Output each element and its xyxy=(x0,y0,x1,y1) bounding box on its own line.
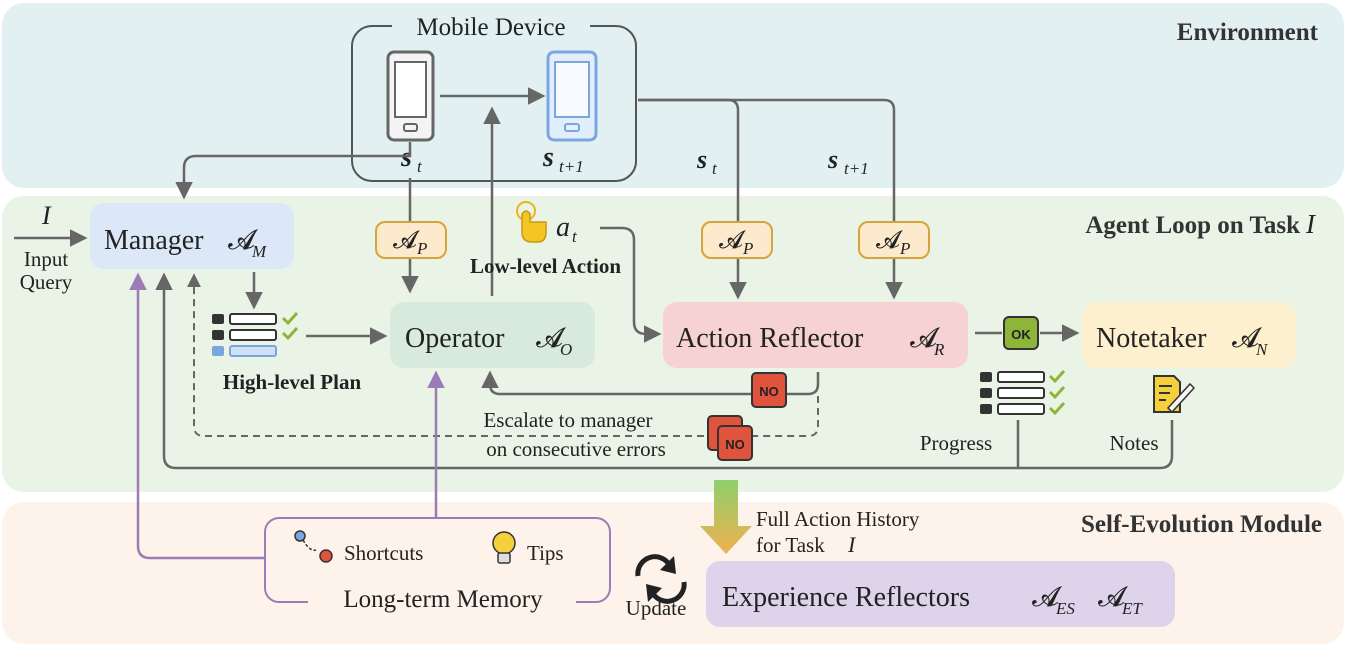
svg-text:𝓐: 𝓐 xyxy=(1098,582,1129,613)
escalate-line1: Escalate to manager xyxy=(483,408,652,432)
tap-icon xyxy=(516,201,547,243)
svg-text:t+1: t+1 xyxy=(559,157,584,176)
svg-text:N: N xyxy=(1255,340,1269,359)
experience-reflectors-node: Experience Reflectors 𝓐 ES 𝓐 ET xyxy=(706,561,1175,627)
phone-icon-next xyxy=(546,50,598,142)
svg-text:Input: Input xyxy=(24,247,68,271)
notetaker-node: Notetaker 𝓐 N xyxy=(1082,302,1296,368)
action-reflector-node: Action Reflector 𝓐 R xyxy=(663,302,968,368)
svg-text:𝓐: 𝓐 xyxy=(910,323,941,354)
svg-text:t: t xyxy=(572,227,578,246)
svg-text:s: s xyxy=(542,142,554,173)
notes-label: Notes xyxy=(1110,431,1159,455)
shortcuts-icon xyxy=(294,530,333,563)
tips-label: Tips xyxy=(527,541,564,565)
agent-loop-task-var: I xyxy=(1305,209,1317,239)
phone-icon-current xyxy=(386,50,435,142)
progress-list-icon xyxy=(980,369,1066,416)
plan-list-icon xyxy=(212,311,299,357)
no-badge-operator: NO xyxy=(751,372,787,408)
svg-text:𝓐: 𝓐 xyxy=(1232,323,1263,354)
svg-text:𝓐: 𝓐 xyxy=(536,323,567,354)
svg-text:M: M xyxy=(251,242,267,261)
svg-text:Experience Reflectors: Experience Reflectors xyxy=(722,582,970,613)
state-t1-label: s t+1 xyxy=(542,142,584,176)
svg-text:t+1: t+1 xyxy=(844,159,869,178)
environment-region xyxy=(2,3,1344,188)
history-line1: Full Action History xyxy=(756,507,920,531)
svg-text:I: I xyxy=(41,201,52,230)
shortcuts-label: Shortcuts xyxy=(344,541,423,565)
svg-text:P: P xyxy=(899,239,910,258)
svg-text:R: R xyxy=(933,340,945,359)
svg-text:t: t xyxy=(417,157,423,176)
ok-badge: OK xyxy=(1003,316,1039,350)
svg-text:ES: ES xyxy=(1055,599,1075,618)
self-evolution-title: Self-Evolution Module xyxy=(1081,511,1322,538)
svg-text:Operator: Operator xyxy=(405,323,505,354)
svg-text:NO: NO xyxy=(759,384,779,399)
svg-text:𝓐: 𝓐 xyxy=(719,227,746,254)
perceptor-badge-reflector-t1: 𝓐 P xyxy=(858,221,930,259)
svg-text:t: t xyxy=(712,159,718,178)
svg-text:Query: Query xyxy=(20,270,73,294)
manager-node: Manager 𝓐 M xyxy=(90,203,294,269)
svg-text:Notetaker: Notetaker xyxy=(1096,323,1207,354)
state-t-reflector-label: s t xyxy=(696,145,718,178)
agent-loop-title: Agent Loop on Task xyxy=(1085,212,1300,239)
svg-text:s: s xyxy=(696,145,707,174)
high-level-plan-label: High-level Plan xyxy=(223,370,362,394)
svg-text:P: P xyxy=(416,239,427,258)
svg-text:I: I xyxy=(847,532,857,557)
svg-text:Manager: Manager xyxy=(104,225,204,256)
no-badge-escalate: NO xyxy=(707,415,753,461)
svg-text:O: O xyxy=(560,340,572,359)
input-query: I Input Query xyxy=(20,201,73,294)
svg-text:𝓐: 𝓐 xyxy=(1032,582,1063,613)
svg-text:ET: ET xyxy=(1121,599,1143,618)
svg-text:a: a xyxy=(556,212,570,243)
action-variable: a t xyxy=(556,212,578,246)
operator-node: Operator 𝓐 O xyxy=(390,302,595,368)
svg-text:s: s xyxy=(827,145,838,174)
history-line2: for Task I xyxy=(756,532,857,557)
svg-text:P: P xyxy=(742,239,753,258)
svg-text:Action Reflector: Action Reflector xyxy=(676,323,864,354)
escalate-line2: on consecutive errors xyxy=(486,437,666,461)
long-term-memory-title: Long-term Memory xyxy=(343,586,543,613)
progress-label: Progress xyxy=(920,431,992,455)
svg-text:OK: OK xyxy=(1011,327,1031,342)
mobile-device-title: Mobile Device xyxy=(416,14,565,41)
perceptor-badge-reflector-t: 𝓐 P xyxy=(701,221,773,259)
environment-title: Environment xyxy=(1177,19,1319,46)
svg-text:for Task: for Task xyxy=(756,533,825,557)
notes-icon xyxy=(1153,375,1196,414)
history-arrow xyxy=(700,480,752,554)
lightbulb-icon xyxy=(492,531,516,564)
svg-text:𝓐: 𝓐 xyxy=(228,225,259,256)
state-t1-reflector-label: s t+1 xyxy=(827,145,869,178)
svg-text:𝓐: 𝓐 xyxy=(393,227,420,254)
low-level-action-label: Low-level Action xyxy=(470,254,621,278)
perceptor-badge-operator: 𝓐 P xyxy=(375,221,447,259)
update-label: Update xyxy=(626,596,687,620)
update-icon xyxy=(635,554,687,604)
svg-text:𝓐: 𝓐 xyxy=(876,227,903,254)
svg-text:NO: NO xyxy=(725,437,745,452)
